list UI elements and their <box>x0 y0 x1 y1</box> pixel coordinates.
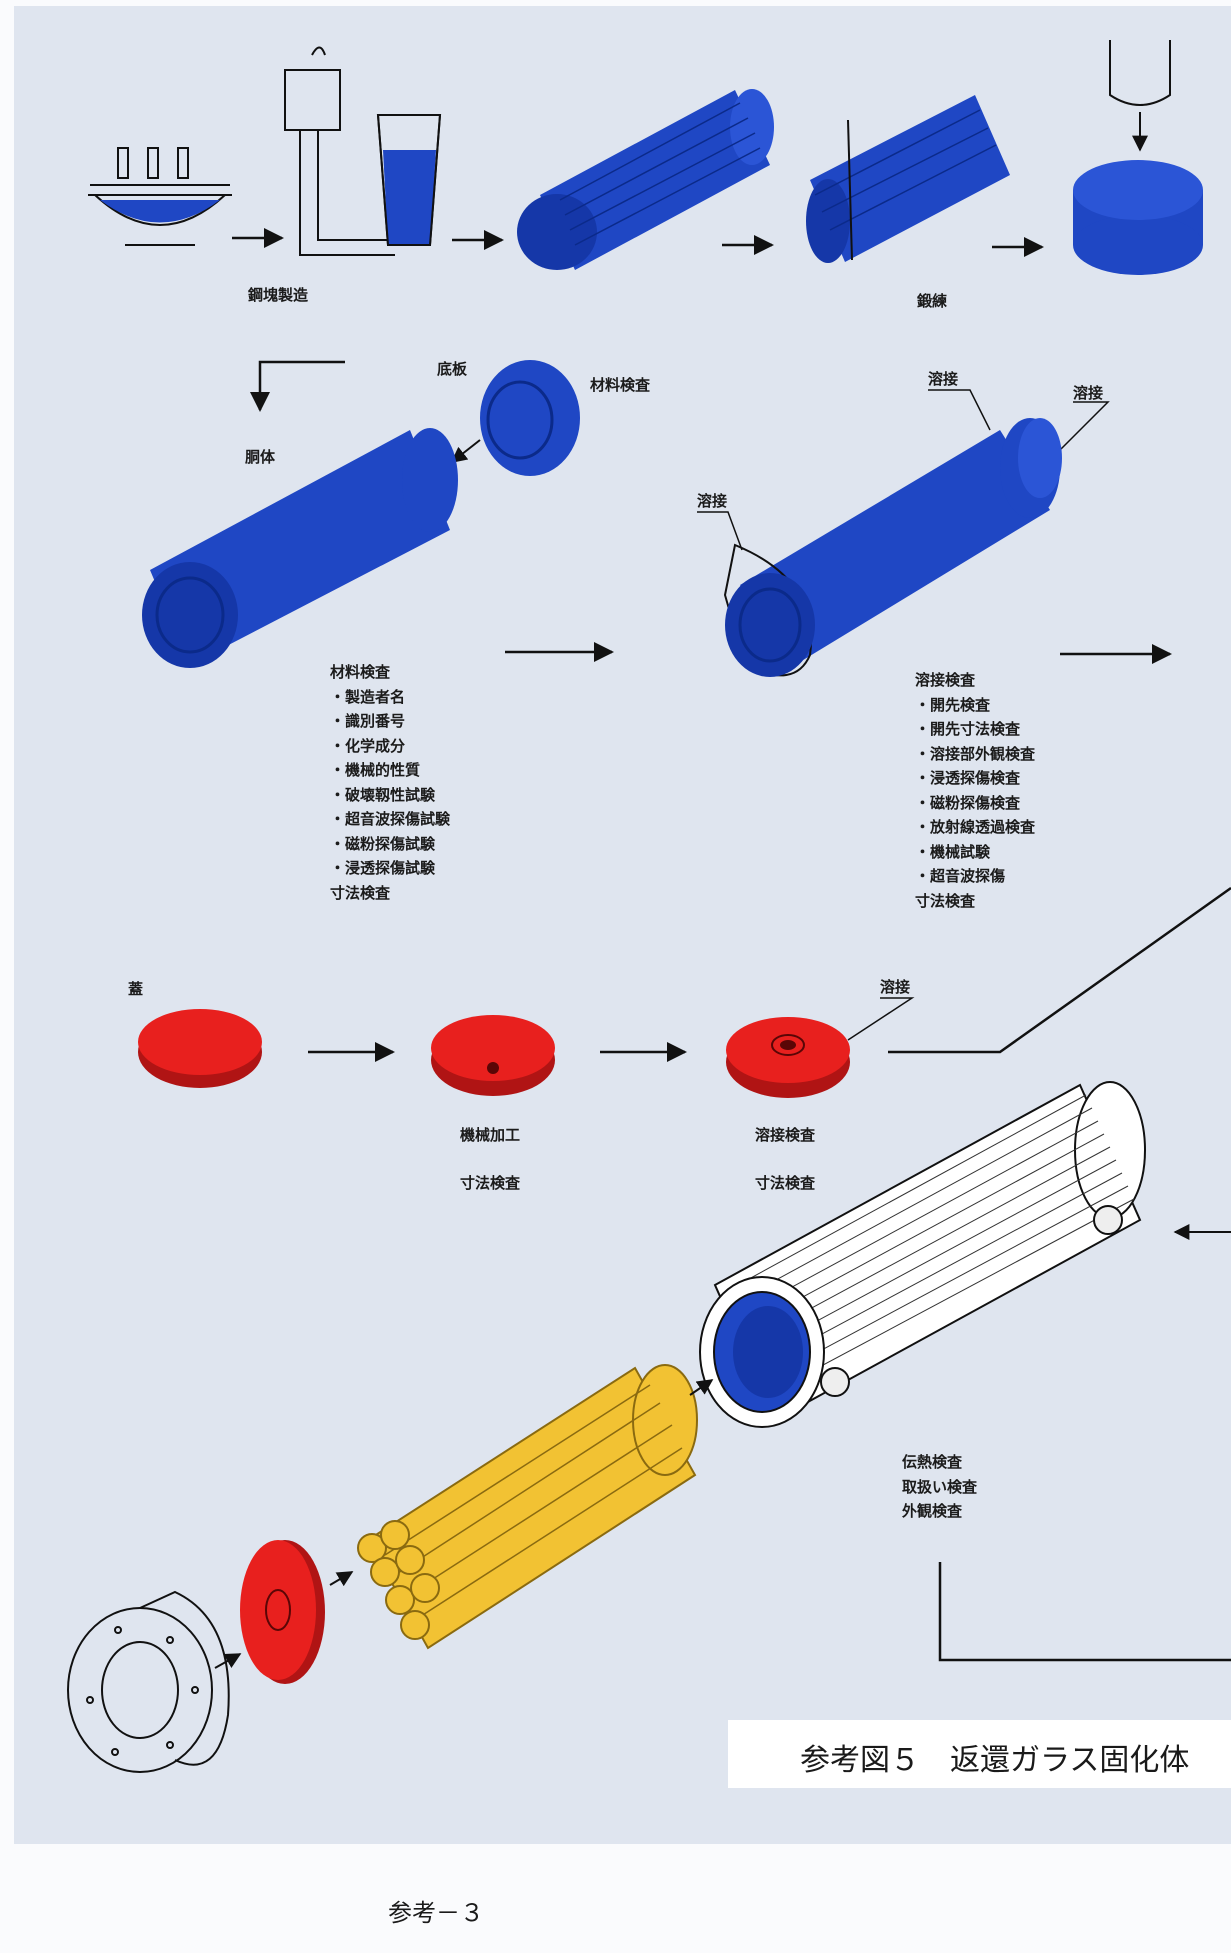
weld-list-item-1: ・開先検査 <box>915 695 991 714</box>
arrow-basket <box>689 1379 714 1396</box>
final-list-item-3: 外観検査 <box>902 1502 963 1520</box>
lid-machined <box>431 1015 555 1096</box>
material-list-item-8: ・浸透探傷試験 <box>330 859 436 877</box>
label-dim-check-2: 寸法検査 <box>755 1174 816 1192</box>
weld-list-item-5: ・磁粉探傷検査 <box>915 793 1021 812</box>
glass-basket <box>357 1364 698 1650</box>
ladle-mold-icon <box>284 46 442 256</box>
shell-cylinder <box>142 428 458 668</box>
material-list-footer: 寸法検査 <box>330 883 391 902</box>
weld-list-footer: 寸法検査 <box>915 891 976 910</box>
final-list-item-2: 取扱い検査 <box>902 1477 978 1496</box>
press-icon <box>1109 40 1171 152</box>
weld-lid-leader <box>847 997 915 1041</box>
label-weld-1: 溶接 <box>928 370 958 388</box>
label-dim-check-1: 寸法検査 <box>460 1174 521 1192</box>
page-footer: 参考－３ <box>388 1899 484 1927</box>
material-list-item-4: ・機械的性質 <box>330 761 421 779</box>
weld-list-item-6: ・放射線透過検査 <box>915 818 1036 836</box>
label-weld-check: 溶接検査 <box>755 1126 816 1144</box>
forged-disc <box>1073 160 1203 275</box>
corner-arrow <box>250 360 345 412</box>
lid-plain <box>138 1009 262 1088</box>
material-list-item-6: ・超音波探傷試験 <box>330 810 451 828</box>
arrow-red-lid <box>329 1571 354 1587</box>
final-inspection-list: 伝熱検査 取扱い検査 外観検査 <box>902 1450 977 1524</box>
red-end-lid <box>240 1540 325 1684</box>
welded-shell <box>723 418 1062 677</box>
material-list-item-2: ・識別番号 <box>330 712 406 730</box>
return-line <box>938 1562 1231 1662</box>
label-shell: 胴体 <box>245 448 276 466</box>
material-list-item-5: ・破壊靱性試験 <box>330 785 436 804</box>
material-list-item-7: ・磁粉探傷試験 <box>330 834 436 853</box>
weld-list-item-7: ・機械試験 <box>915 842 991 861</box>
material-inspection-list: 材料検査 ・製造者名 ・識別番号 ・化学成分 ・機械的性質 ・破壊靱性試験 ・超… <box>330 660 450 905</box>
label-weld-lid: 溶接 <box>880 978 910 996</box>
material-list-item-1: ・製造者名 <box>330 687 406 706</box>
label-lid: 蓋 <box>128 980 143 998</box>
forged-ingot <box>517 89 774 270</box>
figure-title: 参考図５ 返還ガラス固化体 <box>800 1743 1190 1778</box>
arrow-bottom-plate <box>450 439 481 463</box>
lid-welded <box>726 1017 850 1098</box>
material-list-title: 材料検査 <box>330 663 391 681</box>
weld-leaders <box>697 389 1110 551</box>
weld-list-item-4: ・浸透探傷検査 <box>915 769 1021 787</box>
final-list-item-1: 伝熱検査 <box>902 1453 963 1471</box>
label-ingot: 鋼塊製造 <box>247 286 308 304</box>
label-machining: 機械加工 <box>460 1126 520 1144</box>
canister-overpack <box>699 1081 1146 1428</box>
flange-ring <box>67 1590 230 1773</box>
bottom-plate <box>480 360 580 476</box>
material-list-item-3: ・化学成分 <box>330 736 406 755</box>
figure-title-box <box>728 1720 1231 1788</box>
label-material-inspection: 材料検査 <box>590 376 651 394</box>
weld-inspection-list: 溶接検査 ・開先検査 ・開先寸法検査 ・溶接部外観検査 ・浸透探傷検査 ・磁粉探… <box>915 668 1035 913</box>
weld-list-item-2: ・開先寸法検査 <box>915 720 1021 738</box>
label-weld-2: 溶接 <box>1073 384 1103 402</box>
label-bottom-plate: 底板 <box>437 360 468 378</box>
connector-line <box>888 886 1231 1054</box>
weld-list-item-3: ・溶接部外観検査 <box>915 744 1036 763</box>
label-forging: 鍛練 <box>917 292 947 310</box>
label-weld-3: 溶接 <box>697 492 727 510</box>
furnace-icon <box>88 147 232 246</box>
arrow-flange <box>214 1653 242 1669</box>
forged-billet <box>806 95 1010 263</box>
diagram-sheet <box>14 6 1231 1844</box>
weld-list-item-8: ・超音波探傷 <box>915 867 1006 885</box>
weld-list-title: 溶接検査 <box>915 671 976 689</box>
